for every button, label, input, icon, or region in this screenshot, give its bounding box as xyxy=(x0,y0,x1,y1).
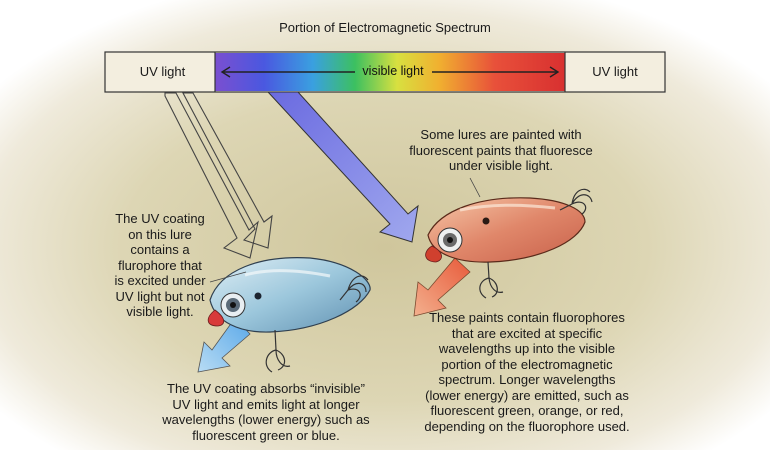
note-red-lure-bottom: These paints contain fluorophores that a… xyxy=(424,310,630,434)
leader-red xyxy=(469,177,481,198)
note-blue-lure-bottom: The UV coating absorbs “invisible” UV li… xyxy=(162,381,370,443)
red-lure xyxy=(425,188,593,299)
uv-light-left-label: UV light xyxy=(139,64,186,79)
visible-light-beam xyxy=(266,91,419,243)
uv-light-right-label: UV light xyxy=(592,64,638,79)
blue-lure xyxy=(207,257,371,373)
note-blue-lure-side: The UV coating on this lure contains a f… xyxy=(114,211,206,319)
visible-range-arrow xyxy=(220,66,560,78)
blue-emission-arrow xyxy=(197,317,251,373)
uv-arrows xyxy=(164,92,273,259)
note-red-lure-top: Some lures are painted with fluorescent … xyxy=(409,127,593,173)
visible-light-label: visible light xyxy=(362,64,424,78)
leader-blue xyxy=(209,271,247,283)
red-emission-arrow xyxy=(413,257,471,317)
spectrum-band xyxy=(104,51,666,93)
spectrum-title: Portion of Electromagnetic Spectrum xyxy=(279,20,491,35)
